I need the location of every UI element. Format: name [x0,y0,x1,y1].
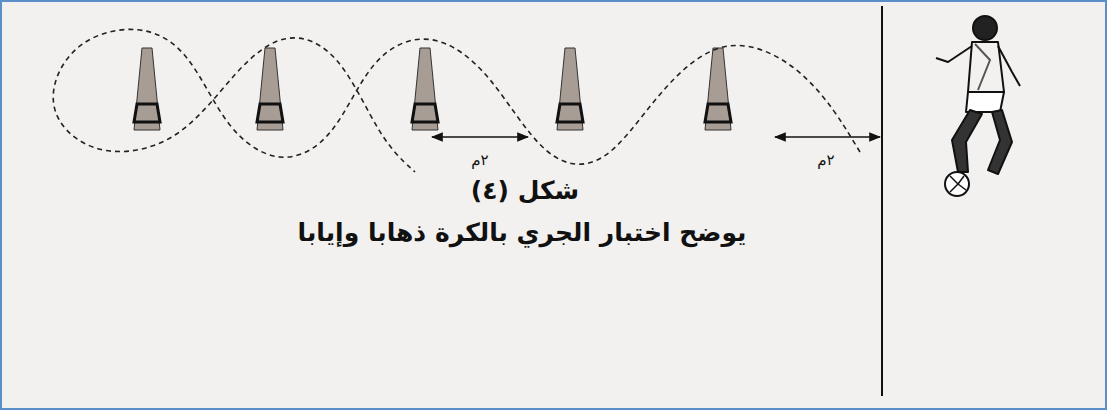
dribble-path [53,29,860,172]
cone [705,48,731,130]
start-line [881,6,883,396]
player-figure [936,16,1020,196]
cone [134,48,160,130]
figure-caption: يوضح اختبار الجري بالكرة ذهابا وإيابا [298,218,747,247]
cone [257,48,283,130]
dimension-arrow [432,136,528,138]
figure-title: شكل (٤) [471,176,579,205]
dimension-arrow [775,136,880,138]
cone [557,48,583,130]
cone [412,48,438,130]
dimension-label: ٢م [469,151,490,169]
dimension-label: ٢م [815,151,836,169]
